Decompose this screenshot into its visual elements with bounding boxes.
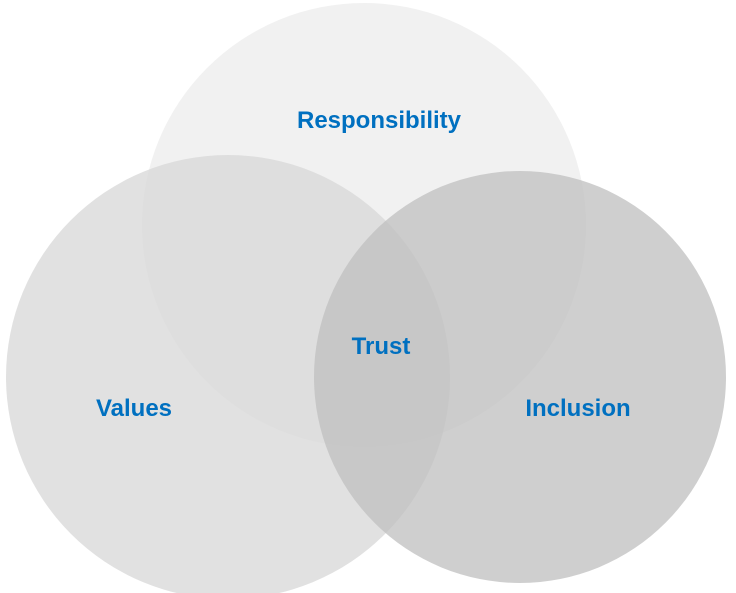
responsibility-label: Responsibility <box>297 107 462 134</box>
values-circle <box>6 155 450 593</box>
trust-label: Trust <box>352 333 411 360</box>
values-label: Values <box>96 395 172 422</box>
inclusion-label: Inclusion <box>525 395 630 422</box>
inclusion-circle <box>314 171 726 583</box>
